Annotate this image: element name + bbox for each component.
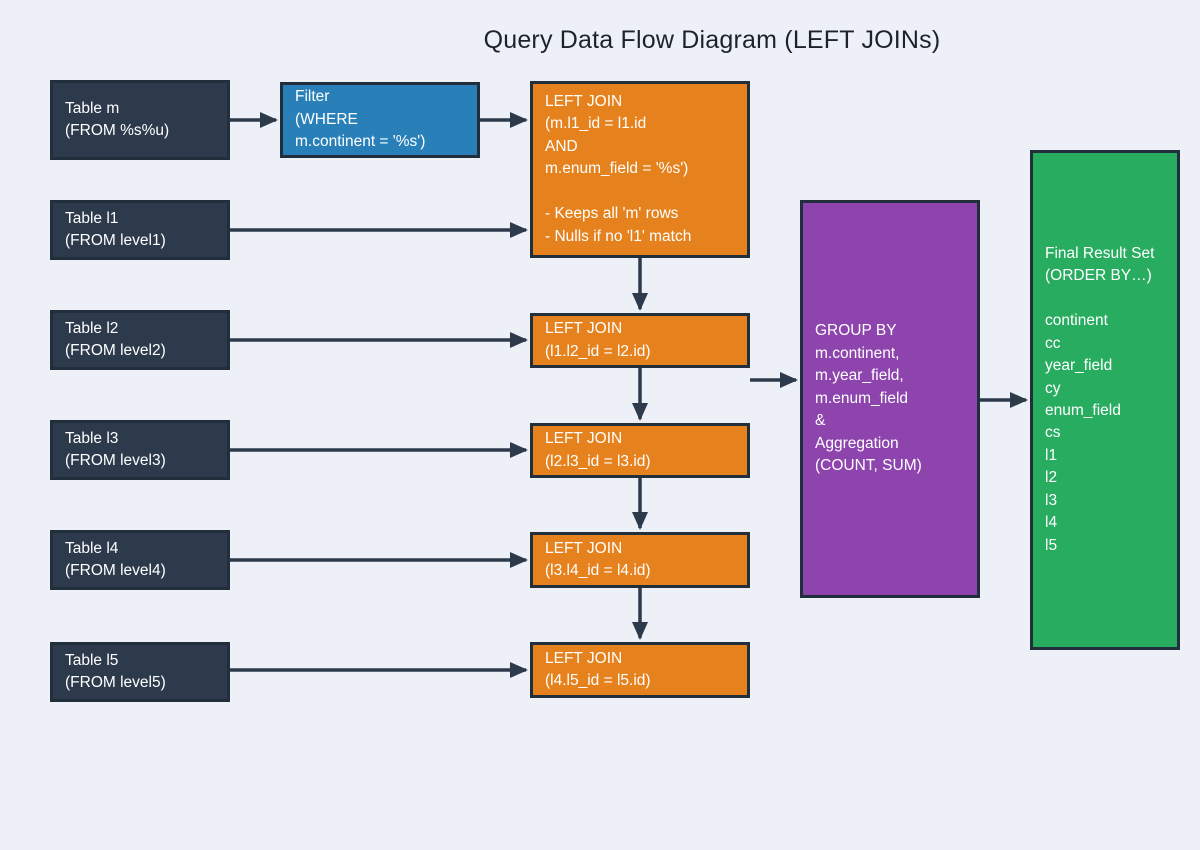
node-left-join-2: LEFT JOIN (l1.l2_id = l2.id) xyxy=(530,313,750,368)
node-group-by: GROUP BY m.continent, m.year_field, m.en… xyxy=(800,200,980,598)
node-table-m: Table m (FROM %s%u) xyxy=(50,80,230,160)
node-group-by-label: GROUP BY m.continent, m.year_field, m.en… xyxy=(815,322,922,475)
node-left-join-3: LEFT JOIN (l2.l3_id = l3.id) xyxy=(530,423,750,478)
node-table-l2: Table l2 (FROM level2) xyxy=(50,310,230,370)
diagram-title: Query Data Flow Diagram (LEFT JOINs) xyxy=(483,26,941,54)
node-table-l1-label: Table l1 (FROM level1) xyxy=(65,209,166,249)
node-table-l4: Table l4 (FROM level4) xyxy=(50,530,230,590)
node-left-join-5: LEFT JOIN (l4.l5_id = l5.id) xyxy=(530,642,750,698)
node-left-join-1: LEFT JOIN (m.l1_id = l1.id AND m.enum_fi… xyxy=(530,81,750,258)
node-left-join-1-label: LEFT JOIN (m.l1_id = l1.id AND m.enum_fi… xyxy=(545,92,692,245)
node-table-l5-label: Table l5 (FROM level5) xyxy=(65,651,166,691)
node-table-l1: Table l1 (FROM level1) xyxy=(50,200,230,260)
node-table-l3-label: Table l3 (FROM level3) xyxy=(65,429,166,469)
node-final-result-set: Final Result Set (ORDER BY…) continent c… xyxy=(1030,150,1180,650)
node-filter: Filter (WHERE m.continent = '%s') xyxy=(280,82,480,158)
node-filter-label: Filter (WHERE m.continent = '%s') xyxy=(295,88,426,151)
node-table-l5: Table l5 (FROM level5) xyxy=(50,642,230,702)
node-left-join-5-label: LEFT JOIN (l4.l5_id = l5.id) xyxy=(545,649,651,689)
node-left-join-4-label: LEFT JOIN (l3.l4_id = l4.id) xyxy=(545,539,651,579)
node-final-result-set-label: Final Result Set (ORDER BY…) continent c… xyxy=(1045,244,1155,554)
node-left-join-3-label: LEFT JOIN (l2.l3_id = l3.id) xyxy=(545,430,651,470)
node-table-l4-label: Table l4 (FROM level4) xyxy=(65,539,166,579)
node-table-m-label: Table m (FROM %s%u) xyxy=(65,99,170,139)
node-left-join-2-label: LEFT JOIN (l1.l2_id = l2.id) xyxy=(545,320,651,360)
node-table-l3: Table l3 (FROM level3) xyxy=(50,420,230,480)
node-table-l2-label: Table l2 (FROM level2) xyxy=(65,319,166,359)
node-left-join-4: LEFT JOIN (l3.l4_id = l4.id) xyxy=(530,532,750,588)
